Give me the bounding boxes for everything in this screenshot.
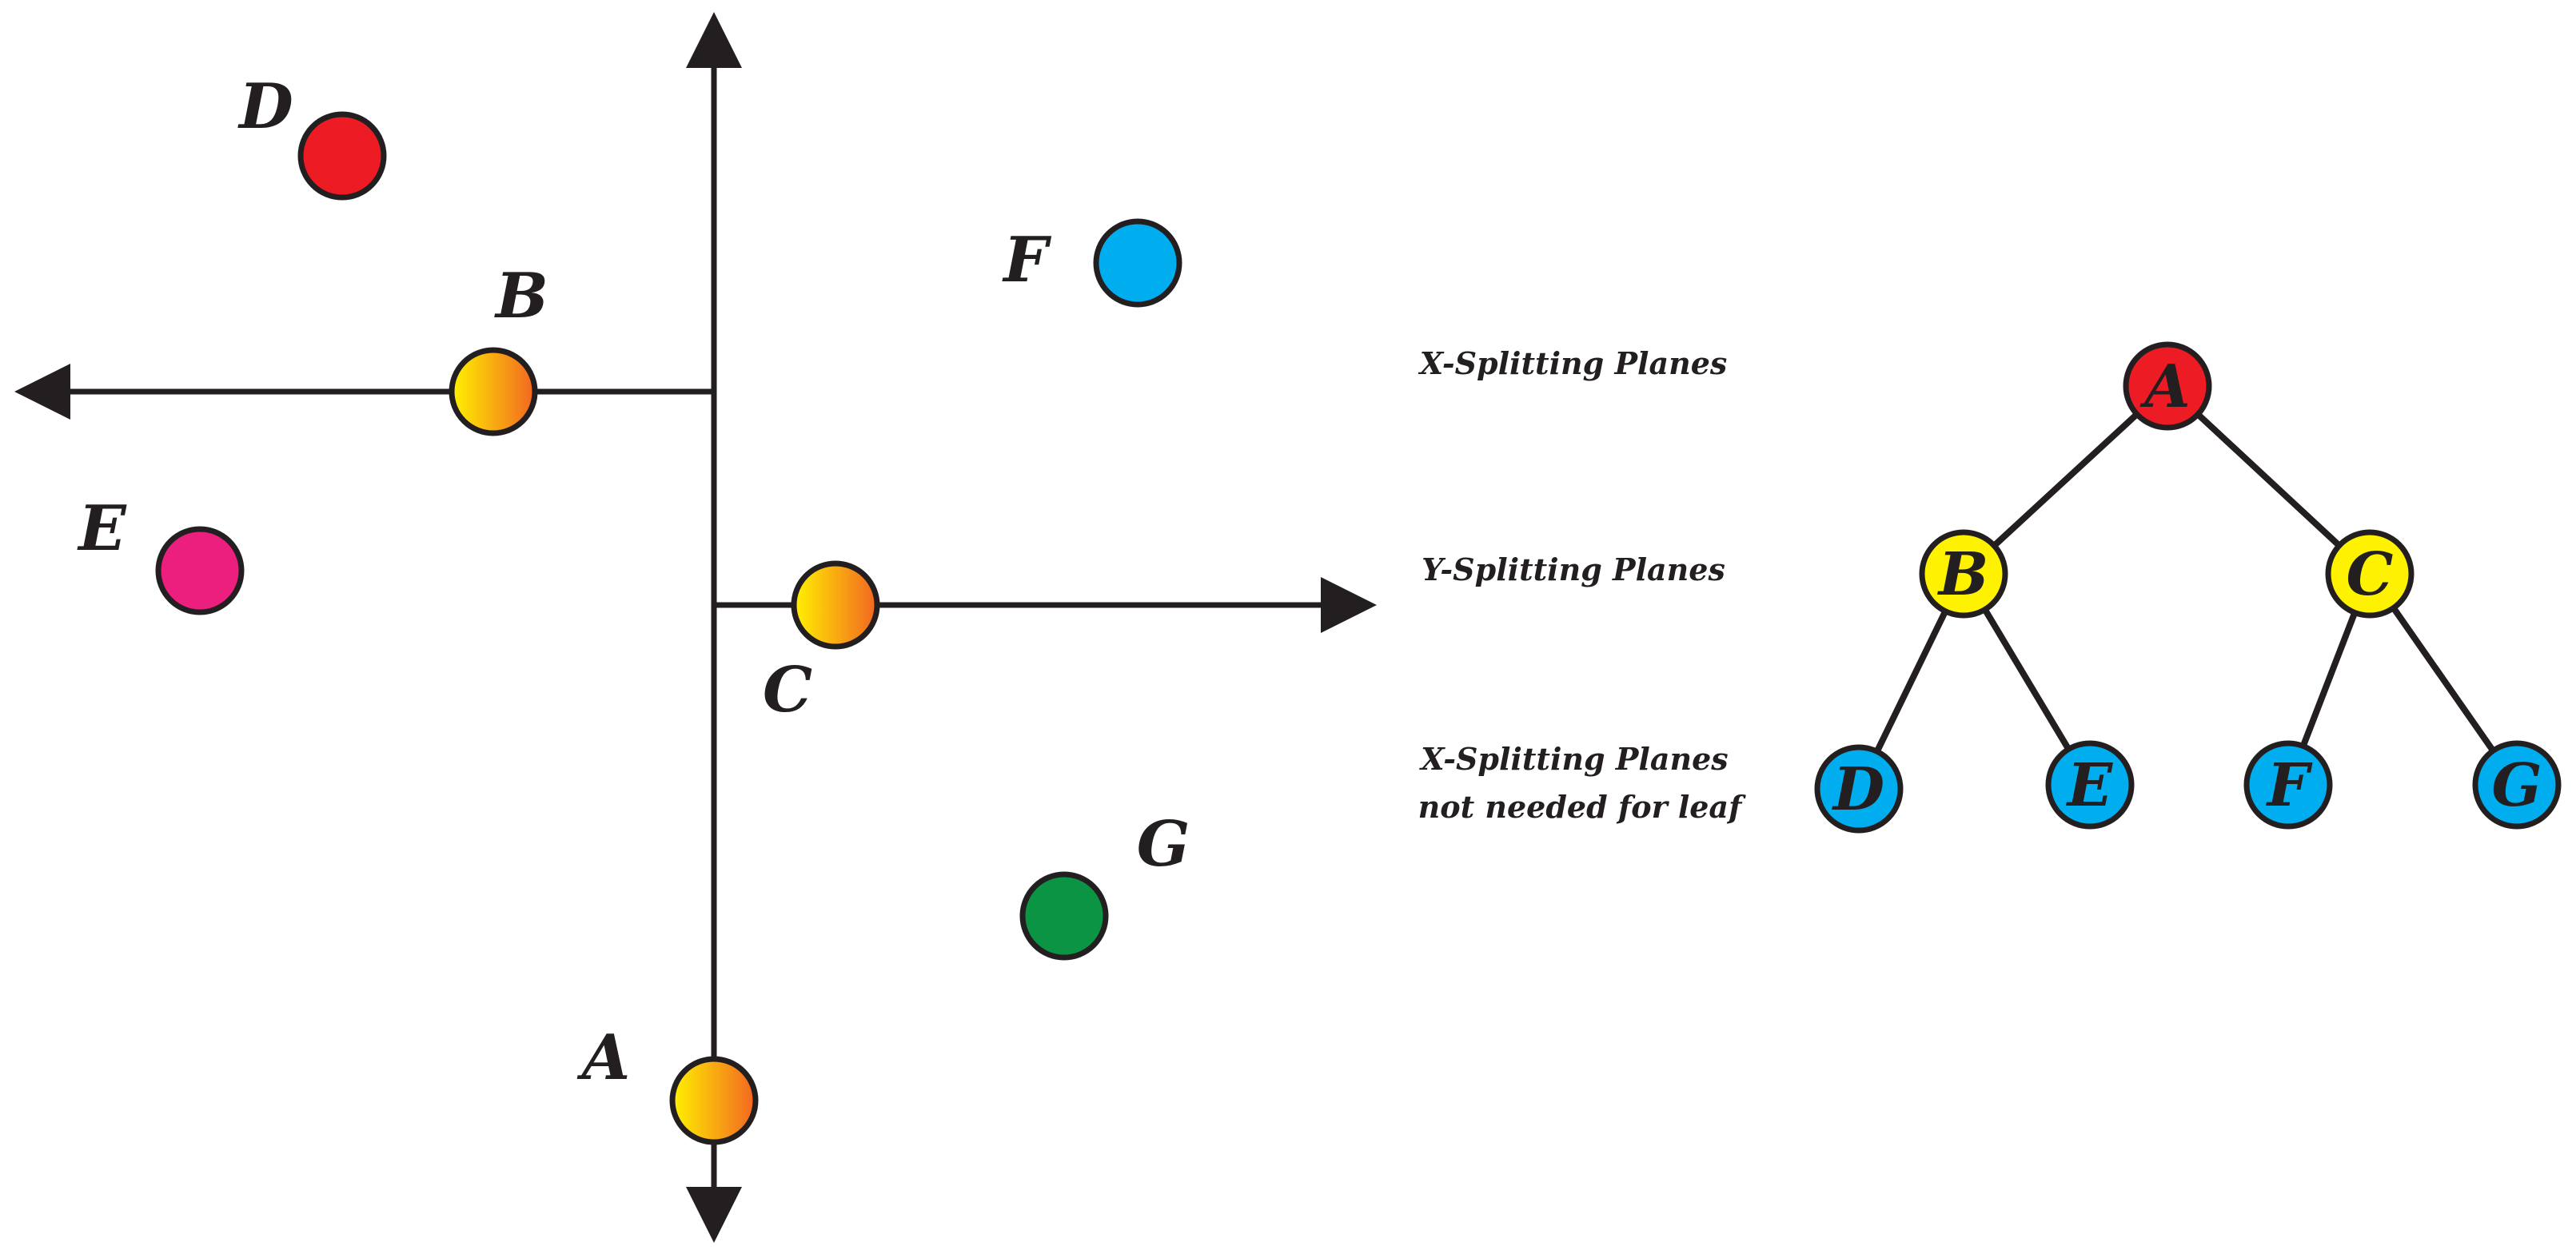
point-f-circle (1093, 218, 1182, 308)
tree-node-a-label: A (2139, 352, 2190, 421)
point-a-circle (669, 1056, 759, 1145)
point-a: A (576, 1021, 759, 1145)
tree-node-g: G (2472, 740, 2562, 830)
arrow-down-icon (686, 1187, 742, 1243)
tree-node-e: E (2045, 740, 2135, 830)
tree-node-c: C (2325, 529, 2415, 619)
point-d-circle (297, 111, 387, 201)
level-labels: X-Splitting Planes Y-Splitting Planes X-… (1418, 345, 1746, 825)
level-label: X-Splitting Planes (1418, 345, 1728, 381)
arrow-up-icon (686, 12, 742, 68)
tree-edge-a-b (1961, 384, 2170, 576)
point-g: G (1019, 808, 1190, 961)
tree-edge-a-c (2165, 384, 2372, 576)
point-c: C (763, 560, 880, 727)
point-b-label: B (494, 260, 548, 332)
tree-node-f: F (2243, 740, 2333, 830)
point-g-circle (1019, 871, 1109, 961)
tree-node-e-circle (2045, 740, 2135, 830)
tree-node-f-label: F (2266, 751, 2313, 820)
point-f-label: F (1002, 224, 1051, 297)
tree-node-b-label: B (1937, 540, 1989, 609)
point-e-circle (155, 526, 245, 615)
point-a-label: A (576, 1021, 631, 1094)
spatial-points: D F B E C G A (77, 70, 1190, 1145)
point-b-circle (449, 347, 538, 436)
point-b: B (449, 260, 548, 436)
tree-node-e-label: E (2066, 751, 2114, 820)
tree-node-a-circle (2123, 341, 2212, 431)
tree-node-b: B (1919, 529, 2008, 619)
point-e-label: E (77, 492, 127, 565)
tree-node-c-label: C (2347, 540, 2394, 609)
tree-node-b-circle (1919, 529, 2008, 619)
splitting-planes (14, 12, 1377, 1243)
tree-node-g-label: G (2491, 751, 2542, 820)
tree-node-d-circle (1814, 744, 1904, 834)
point-c-circle (791, 560, 880, 650)
point-d: D (237, 70, 387, 201)
tree-node-c-circle (2325, 529, 2415, 619)
arrow-right-icon (1321, 577, 1377, 633)
level-label: X-Splitting Planes not needed for leaf (1418, 741, 1746, 825)
point-g-label: G (1137, 808, 1190, 881)
tree-nodes: A B C D E F G (1814, 341, 2562, 834)
point-f: F (1002, 218, 1182, 308)
tree-node-d-label: D (1832, 755, 1884, 824)
arrow-left-icon (14, 364, 70, 420)
point-e: E (77, 492, 245, 615)
tree-node-d: D (1814, 744, 1904, 834)
level-label: Y-Splitting Planes (1422, 551, 1725, 587)
tree-node-f-circle (2243, 740, 2333, 830)
tree-node-g-circle (2472, 740, 2562, 830)
point-c-label: C (763, 654, 812, 727)
tree-node-a: A (2123, 341, 2212, 431)
point-d-label: D (237, 70, 293, 143)
